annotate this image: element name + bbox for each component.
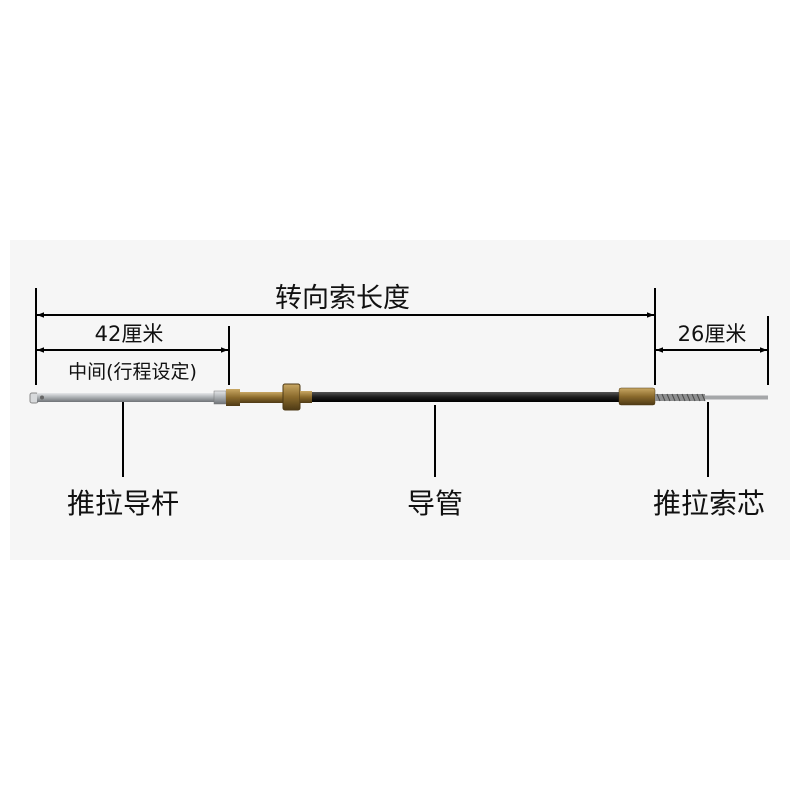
- conduit: [300, 387, 656, 406]
- rod-label: 推拉导杆: [66, 487, 179, 520]
- rod-length-label: 42厘米: [94, 322, 164, 346]
- push-pull-core: [655, 393, 768, 402]
- core-label: 推拉索芯: [652, 487, 765, 520]
- rod-note-label: 中间(行程设定): [68, 361, 197, 383]
- core-extension-label: 26厘米: [677, 322, 747, 346]
- total-length-label: 转向索长度: [275, 283, 410, 314]
- push-pull-rod: [29, 389, 284, 406]
- hex-nut: [282, 383, 301, 411]
- conduit-label: 导管: [406, 487, 463, 520]
